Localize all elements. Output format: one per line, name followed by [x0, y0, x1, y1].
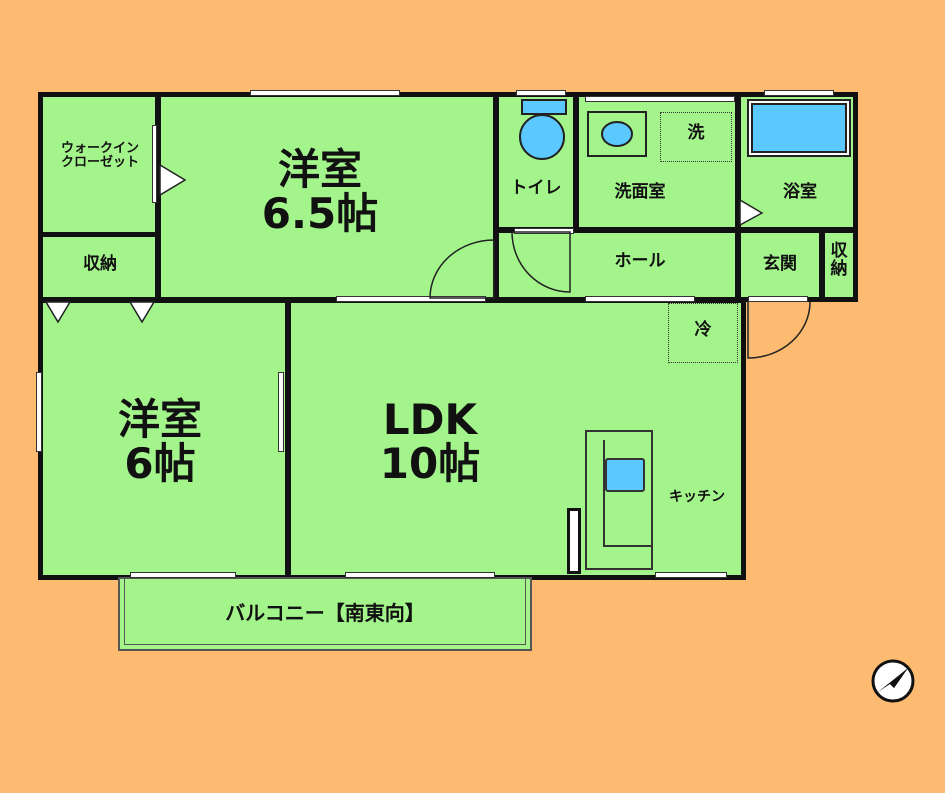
kitchen-sink	[605, 458, 645, 492]
window	[514, 228, 574, 234]
washer-space	[660, 112, 732, 162]
balcony	[118, 577, 532, 651]
window	[152, 125, 157, 203]
window	[250, 90, 400, 96]
window	[516, 90, 566, 96]
window	[655, 572, 727, 578]
ldk	[286, 298, 746, 580]
washer-label: 洗	[687, 123, 705, 143]
kitchen-inner-line	[603, 440, 605, 545]
fridge-space	[668, 303, 738, 363]
window	[336, 296, 486, 302]
window	[585, 296, 695, 302]
window	[36, 372, 42, 452]
fridge-label: 冷	[694, 320, 712, 340]
western-room-1-label: 洋室 6.5帖	[261, 145, 379, 239]
door-marks	[44, 163, 764, 324]
ldk-label: LDK 10帖	[379, 395, 481, 489]
hall	[494, 228, 740, 302]
kitchen-lower-box	[603, 545, 653, 572]
bathroom-label: 浴室	[783, 182, 817, 202]
washbasin-fixture	[587, 111, 647, 157]
storage-2-label: 収 納	[830, 241, 848, 279]
entrance-label: 玄関	[763, 254, 797, 274]
toilet-label: トイレ	[510, 178, 562, 198]
walkin-closet	[38, 92, 160, 237]
balcony-label: バルコニー【南東向】	[225, 601, 425, 625]
kitchen-label: キッチン	[669, 489, 725, 505]
storage-2	[820, 228, 858, 302]
north-arrow-icon	[870, 658, 916, 704]
western-room-2-label: 洋室 6帖	[117, 395, 202, 489]
window	[130, 572, 236, 578]
toilet-fixture	[519, 99, 567, 160]
walkin-closet-label: ウォークイン クローゼット	[60, 141, 139, 170]
washroom-label: 洗面室	[614, 182, 666, 202]
door-swings	[429, 231, 811, 359]
kitchen-wall-stub	[567, 508, 581, 574]
bathtub-fixture	[747, 99, 851, 157]
window	[345, 572, 495, 578]
hall-label: ホール	[614, 251, 666, 271]
window	[764, 90, 834, 96]
balcony-rail	[124, 577, 526, 645]
storage-1-label: 収納	[83, 254, 117, 274]
window	[278, 372, 284, 452]
window	[748, 296, 808, 302]
window	[585, 96, 735, 102]
